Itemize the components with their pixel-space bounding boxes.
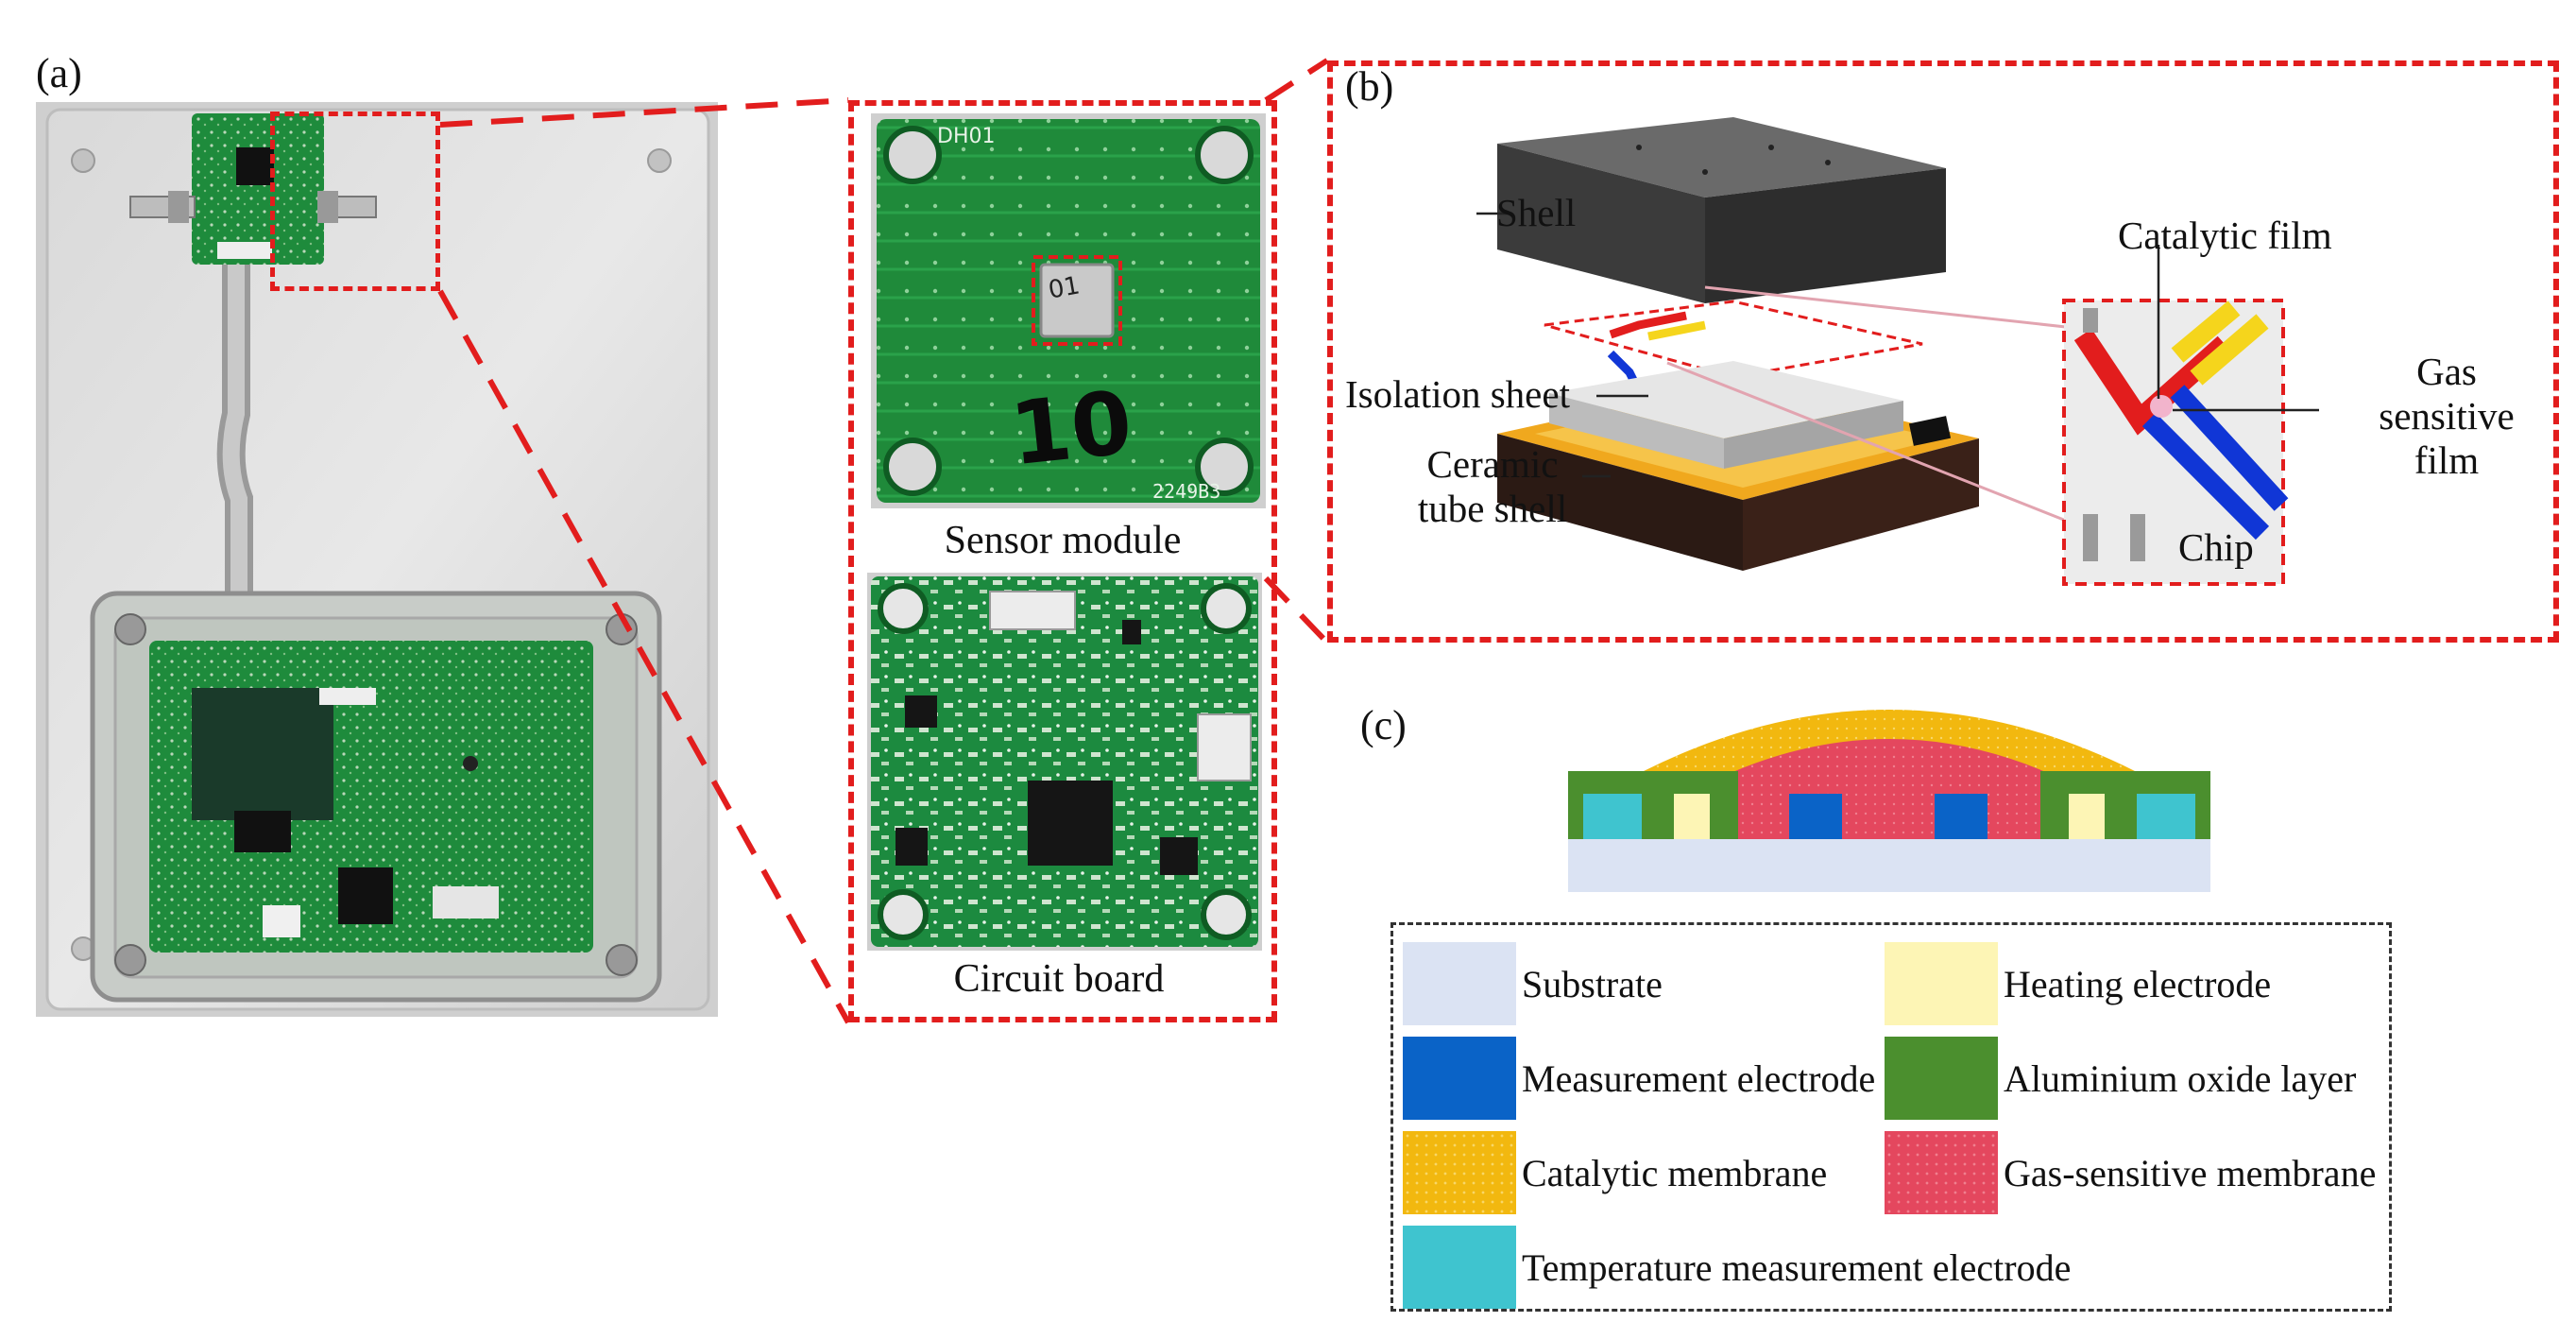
legend-label: Substrate: [1522, 962, 1663, 1005]
label-gas-sensitive-film: Gas sensitive film: [2343, 350, 2550, 483]
circuit-board-caption: Circuit board: [953, 957, 1165, 1001]
label-shell: Shell: [1496, 191, 1577, 234]
cross-section-diagram: [1568, 710, 2210, 892]
legend-swatch-catalytic: [1403, 1131, 1516, 1214]
legend-swatch-substrate: [1403, 942, 1516, 1025]
label-catalytic-film: Catalytic film: [2118, 214, 2332, 257]
label-ceramic-tube-shell: Ceramic tube shell: [1389, 442, 1596, 531]
chip-mark-text: 01: [1046, 271, 1083, 305]
legend-label: Aluminium oxide layer: [2004, 1056, 2357, 1100]
legend-label: Catalytic membrane: [1522, 1151, 1828, 1194]
legend-label: Gas-sensitive membrane: [2004, 1151, 2377, 1194]
panel-c-label: (c): [1360, 702, 1407, 748]
legend-swatch-aluminium: [1885, 1037, 1998, 1120]
label-ceramic-line1: Ceramic: [1426, 442, 1559, 486]
panel-b-frame: [1327, 60, 2559, 643]
legend-swatch-gas-sensitive: [1885, 1131, 1998, 1214]
sensor-exploded-diagram: [1476, 117, 2319, 586]
sensor-number-text: 10: [1005, 371, 1137, 486]
legend-swatch-temperature: [1403, 1226, 1516, 1309]
legend-swatch-measurement: [1403, 1037, 1516, 1120]
sensor-module-small: [129, 113, 377, 265]
shell-block: [1497, 117, 1946, 303]
legend-item-substrate: Substrate: [1403, 942, 1663, 1025]
chip-block: [1549, 361, 1903, 469]
legend-item-catalytic-membrane: Catalytic membrane: [1403, 1131, 1827, 1214]
zoom-box-photos: [848, 100, 1277, 1022]
device-photo: [36, 102, 718, 1017]
legend-item-gas-sensitive-membrane: Gas-sensitive membrane: [1885, 1131, 2376, 1214]
label-chip: Chip: [2178, 525, 2254, 569]
panel-b-label: (b): [1345, 63, 1394, 110]
circuit-board-photo: [867, 573, 1262, 951]
sensor-module-caption: Sensor module: [944, 519, 1182, 562]
label-isolation-sheet: Isolation sheet: [1345, 372, 1570, 416]
board-code-text: 2249B3: [1152, 480, 1221, 503]
legend-swatch-heating: [1885, 942, 1998, 1025]
legend: Substrate Heating electrode Measurement …: [1390, 922, 2392, 1312]
zoom-box-small: [270, 112, 440, 291]
sensor-module-photo: [871, 113, 1266, 508]
legend-item-temperature-electrode: Temperature measurement electrode: [1403, 1226, 2071, 1309]
panel-a-label: (a): [36, 50, 82, 96]
legend-label: Temperature measurement electrode: [1522, 1245, 2072, 1289]
legend-label: Heating electrode: [2004, 962, 2272, 1005]
legend-item-heating-electrode: Heating electrode: [1885, 942, 2271, 1025]
label-ceramic-line2: tube shell: [1417, 487, 1568, 531]
legend-item-measurement-electrode: Measurement electrode: [1403, 1037, 1875, 1120]
sensor-module-header-text: DH01: [937, 125, 996, 148]
legend-label: Measurement electrode: [1522, 1056, 1876, 1100]
label-gas-line1: Gas: [2416, 350, 2477, 393]
chip-inset: [2073, 300, 2289, 561]
legend-item-aluminium-oxide: Aluminium oxide layer: [1885, 1037, 2356, 1120]
circuit-board-small: [149, 641, 593, 953]
label-gas-line3: film: [2414, 438, 2480, 483]
label-gas-line2: sensitive: [2379, 394, 2515, 438]
